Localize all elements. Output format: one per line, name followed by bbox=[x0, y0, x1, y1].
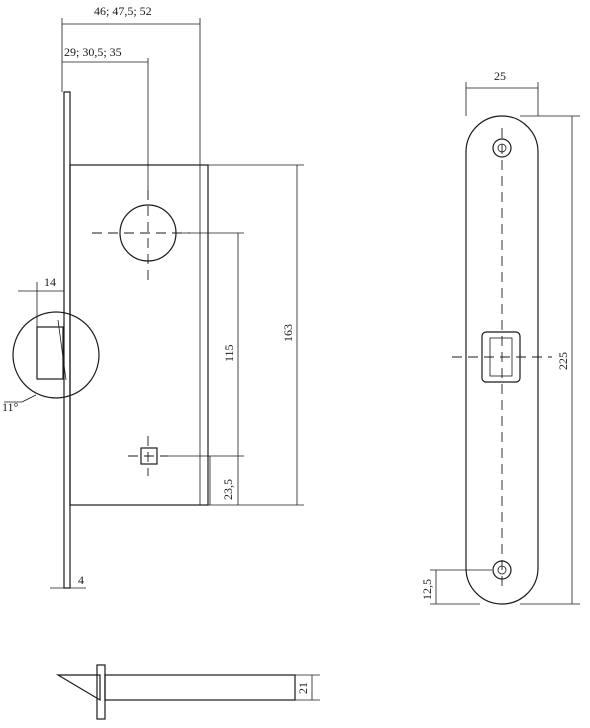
dim-screw-offset: 12,5 bbox=[420, 579, 434, 600]
dim-height-115: 115 bbox=[222, 344, 236, 362]
latch-bevel bbox=[55, 674, 101, 702]
dim-latch-angle: 11° bbox=[2, 400, 19, 414]
dim-height-163: 163 bbox=[281, 324, 295, 342]
dim-faceplate-thickness: 4 bbox=[78, 573, 84, 587]
latch-bolt bbox=[36, 326, 64, 380]
dim-height-23-5: 23,5 bbox=[221, 479, 235, 500]
lock-case bbox=[69, 164, 209, 506]
latch-bolt-top-view bbox=[55, 664, 320, 720]
latch-detail-circle bbox=[12, 311, 100, 399]
dim-faceplate-length: 225 bbox=[556, 352, 570, 370]
lock-body-side-view bbox=[4, 91, 209, 589]
top-screw-hole bbox=[492, 138, 512, 158]
left-dimension-lines bbox=[18, 18, 304, 589]
latch-body bbox=[104, 674, 296, 701]
dim-latch-projection: 14 bbox=[44, 275, 56, 289]
faceplate-strip bbox=[63, 91, 71, 589]
square-hole bbox=[140, 447, 158, 465]
dim-latch-thickness: 21 bbox=[296, 682, 310, 694]
faceplate-front-view bbox=[452, 115, 552, 605]
dim-faceplate-width: 25 bbox=[494, 69, 506, 83]
dim-overall-width: 46; 47,5; 52 bbox=[94, 4, 152, 18]
dim-backset: 29; 30,5; 35 bbox=[64, 45, 122, 59]
faceplate-outline bbox=[465, 115, 539, 605]
right-dimension-lines bbox=[430, 82, 580, 605]
latch-flange bbox=[96, 664, 106, 720]
